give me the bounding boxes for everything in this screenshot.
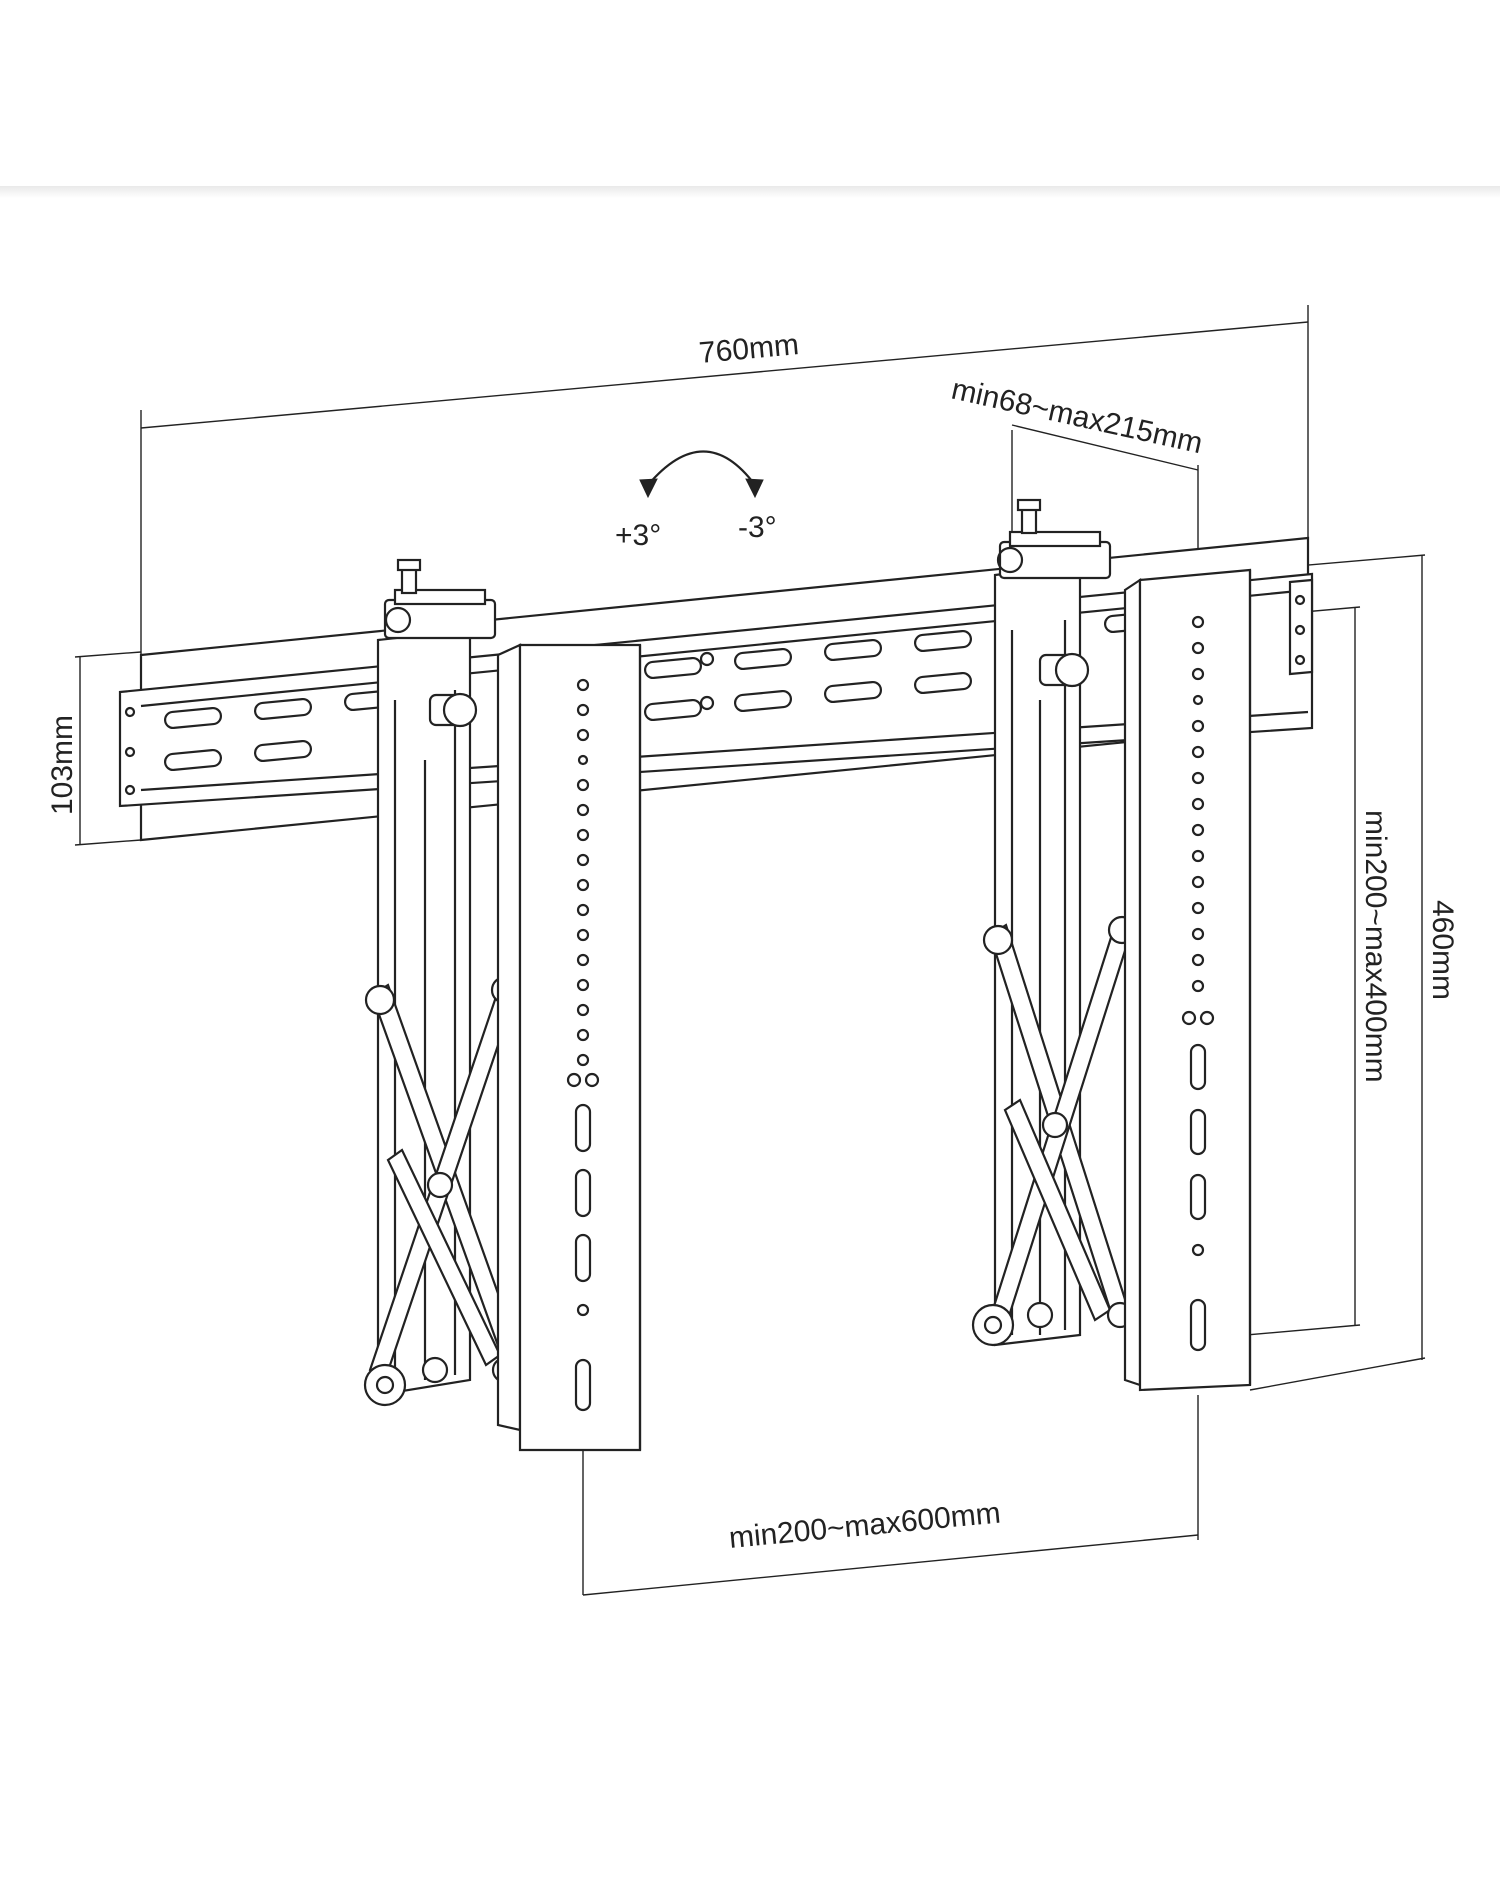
tilt-arrow-icon bbox=[639, 450, 764, 499]
right-plate bbox=[1123, 568, 1252, 1392]
dimension-horizontal-spacing bbox=[582, 1395, 1199, 1596]
left-clamp bbox=[383, 558, 497, 728]
top-band bbox=[0, 0, 1500, 190]
right-scissor-arms bbox=[971, 915, 1137, 1347]
right-clamp bbox=[996, 498, 1112, 688]
left-bracket bbox=[363, 558, 642, 1452]
right-bracket bbox=[971, 498, 1252, 1392]
band-shadow bbox=[0, 186, 1500, 198]
left-scissor-arms bbox=[363, 975, 522, 1407]
left-plate bbox=[496, 643, 642, 1452]
dimension-460-label: 460mm bbox=[1426, 900, 1459, 1000]
dimension-760-label: 760mm bbox=[698, 328, 801, 370]
tilt-plus-label: +3° bbox=[615, 519, 661, 552]
dimension-103-label: 103mm bbox=[46, 715, 79, 815]
dimension-horizontal-spacing-label: min200~max600mm bbox=[728, 1496, 1003, 1555]
tilt-minus-label: -3° bbox=[738, 511, 777, 544]
dimension-hole-spacing-label: min200~max400mm bbox=[1359, 810, 1392, 1083]
dimension-760 bbox=[140, 305, 1309, 655]
dimension-depth-label: min68~max215mm bbox=[948, 373, 1205, 461]
dimension-103 bbox=[74, 651, 142, 846]
